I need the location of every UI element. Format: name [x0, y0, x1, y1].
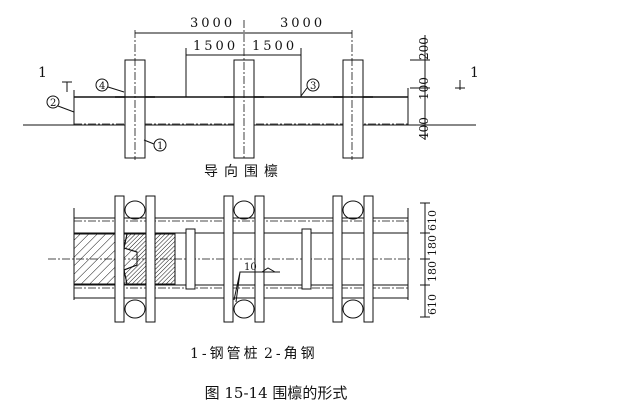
pile-plate	[114, 195, 125, 323]
elevation-title: 导向围檩	[204, 163, 284, 180]
weld-leader	[233, 271, 280, 303]
dim-100: 100	[417, 77, 431, 100]
dim-200: 200	[417, 37, 431, 60]
dim-180-a: 180	[426, 235, 439, 256]
dim-3000-left: 3000	[190, 16, 235, 31]
weld-size: 10	[244, 262, 257, 273]
weld-symbol-icon	[261, 267, 276, 273]
connector-plate	[185, 228, 196, 290]
pipe-pile-circle	[124, 299, 146, 319]
figure-caption: 图 15-14 围檩的形式	[205, 384, 348, 402]
plan-view: 10 610 180 180 610	[48, 195, 439, 323]
pile-plate	[145, 195, 156, 323]
dim-1500-right: 1500	[252, 39, 297, 54]
pipe-pile-circle	[124, 200, 146, 220]
dim-1500-left: 1500	[193, 39, 238, 54]
callouts: 4 2 1 3	[46, 78, 320, 152]
dim-180-b: 180	[426, 261, 439, 282]
dim-610-bottom: 610	[426, 294, 439, 315]
callout-4: 4	[99, 81, 105, 92]
section-cut-left	[62, 81, 72, 92]
section-cut-right	[455, 80, 465, 90]
legend-item-1: 1-钢管桩	[190, 345, 261, 362]
connector-plate	[301, 228, 312, 290]
legend-item-2: 2-角钢	[264, 346, 318, 362]
section-mark-right: 1	[470, 65, 479, 81]
callout-2: 2	[50, 98, 56, 109]
dim-610-top: 610	[426, 210, 439, 231]
steel-pipe-pile	[342, 59, 364, 159]
dim-400: 400	[417, 117, 431, 140]
dim-3000-right: 3000	[280, 16, 325, 31]
callout-3: 3	[310, 81, 316, 92]
section-mark-left: 1	[38, 65, 47, 81]
elevation-view: 3000 3000 1500 1500 4 2 1 3 1 1	[23, 16, 479, 180]
callout-1: 1	[157, 141, 163, 152]
